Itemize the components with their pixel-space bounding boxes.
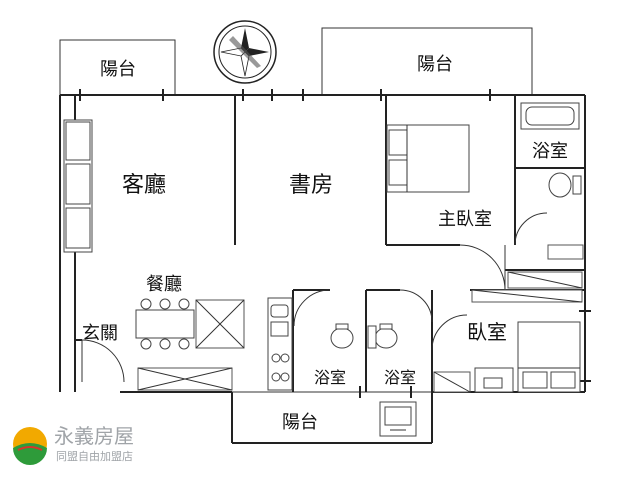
brand-logo: 永義房屋 同盟自由加盟店 [13, 424, 134, 465]
balcony-bottom-label: 陽台 [282, 412, 318, 433]
balcony-top-label: 陽台 [417, 54, 453, 75]
toilets [330, 172, 582, 349]
bedroom-bed [517, 321, 581, 393]
bath-a-label: 浴室 [314, 368, 346, 387]
dining-label: 餐廳 [146, 274, 182, 295]
master-bed [386, 124, 470, 193]
door-swings [81, 212, 548, 383]
window-marks [79, 89, 591, 398]
master-bath-label: 浴室 [532, 141, 568, 162]
cabinets [137, 244, 584, 393]
brand-tagline: 同盟自由加盟店 [56, 449, 133, 463]
living-room-label: 客廳 [122, 173, 166, 198]
brand-logo-icon [13, 427, 47, 465]
bedroom-label: 臥室 [467, 320, 507, 344]
desk [474, 367, 514, 393]
balcony-left-label: 陽台 [100, 59, 136, 80]
master-bedroom-label: 主臥室 [438, 209, 492, 230]
compass-rose-icon [213, 20, 277, 84]
study-label: 書房 [289, 173, 333, 198]
bath-b-label: 浴室 [384, 368, 416, 387]
washer [379, 401, 417, 437]
sofa [63, 119, 93, 253]
dining-set [135, 298, 195, 350]
entry-label: 玄關 [82, 323, 118, 344]
brand-name: 永義房屋 [54, 424, 134, 448]
bathtub [520, 102, 580, 130]
kitchen-counter [267, 297, 293, 391]
interior-walls [75, 95, 585, 392]
